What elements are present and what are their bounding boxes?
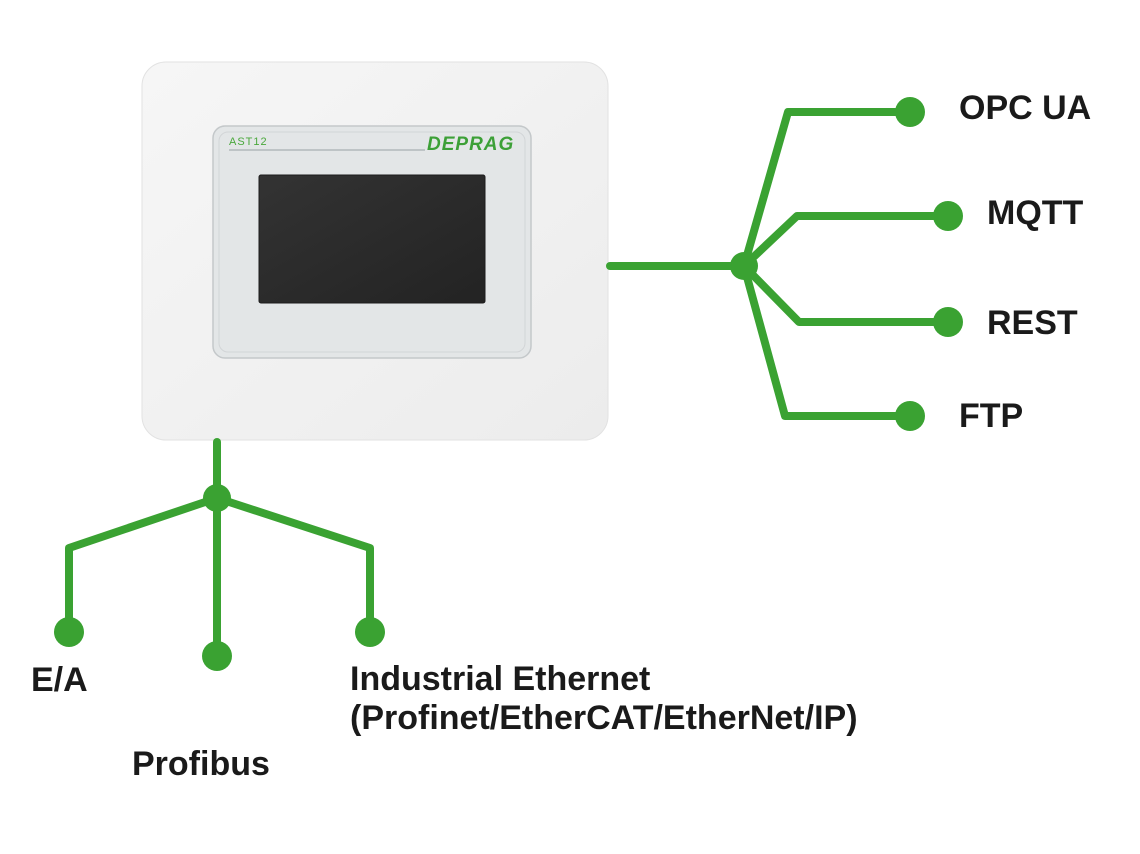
device-screen (258, 174, 486, 304)
device-bezel-inner (218, 131, 526, 353)
device-model-label: AST12 (229, 136, 268, 148)
protocol-connections (606, 108, 952, 420)
node-ea (54, 617, 84, 647)
label-ea: E/A (31, 661, 88, 699)
branch-ftp (740, 262, 914, 420)
node-profibus (202, 641, 232, 671)
branch-opc-ua (740, 108, 914, 270)
branch-mqtt (740, 212, 952, 270)
label-profibus: Profibus (132, 745, 270, 783)
hub-node-right (730, 252, 758, 280)
label-industrial-ethernet-line2: (Profinet/EtherCAT/EtherNet/IP) (350, 699, 858, 738)
interface-connections (65, 438, 374, 660)
node-ftp (895, 401, 925, 431)
node-rest (933, 307, 963, 337)
controller-device: AST12 DEPRAG (141, 61, 609, 441)
branch-industrial-ethernet (213, 494, 374, 636)
interface-nodes (54, 484, 385, 671)
node-mqtt (933, 201, 963, 231)
device-brand-logo: DEPRAG (427, 134, 514, 155)
node-industrial-ethernet (355, 617, 385, 647)
label-industrial-ethernet-line1: Industrial Ethernet (350, 660, 651, 698)
protocol-nodes (730, 97, 963, 431)
branch-rest (740, 262, 952, 326)
label-opc-ua: OPC UA (959, 89, 1092, 127)
hub-node-bottom (203, 484, 231, 512)
branch-ea (65, 494, 221, 636)
label-mqtt: MQTT (987, 194, 1084, 232)
label-ftp: FTP (959, 397, 1024, 435)
node-opc-ua (895, 97, 925, 127)
label-rest: REST (987, 304, 1078, 342)
label-industrial-ethernet: Industrial Ethernet (Profinet/EtherCAT/E… (350, 660, 858, 738)
